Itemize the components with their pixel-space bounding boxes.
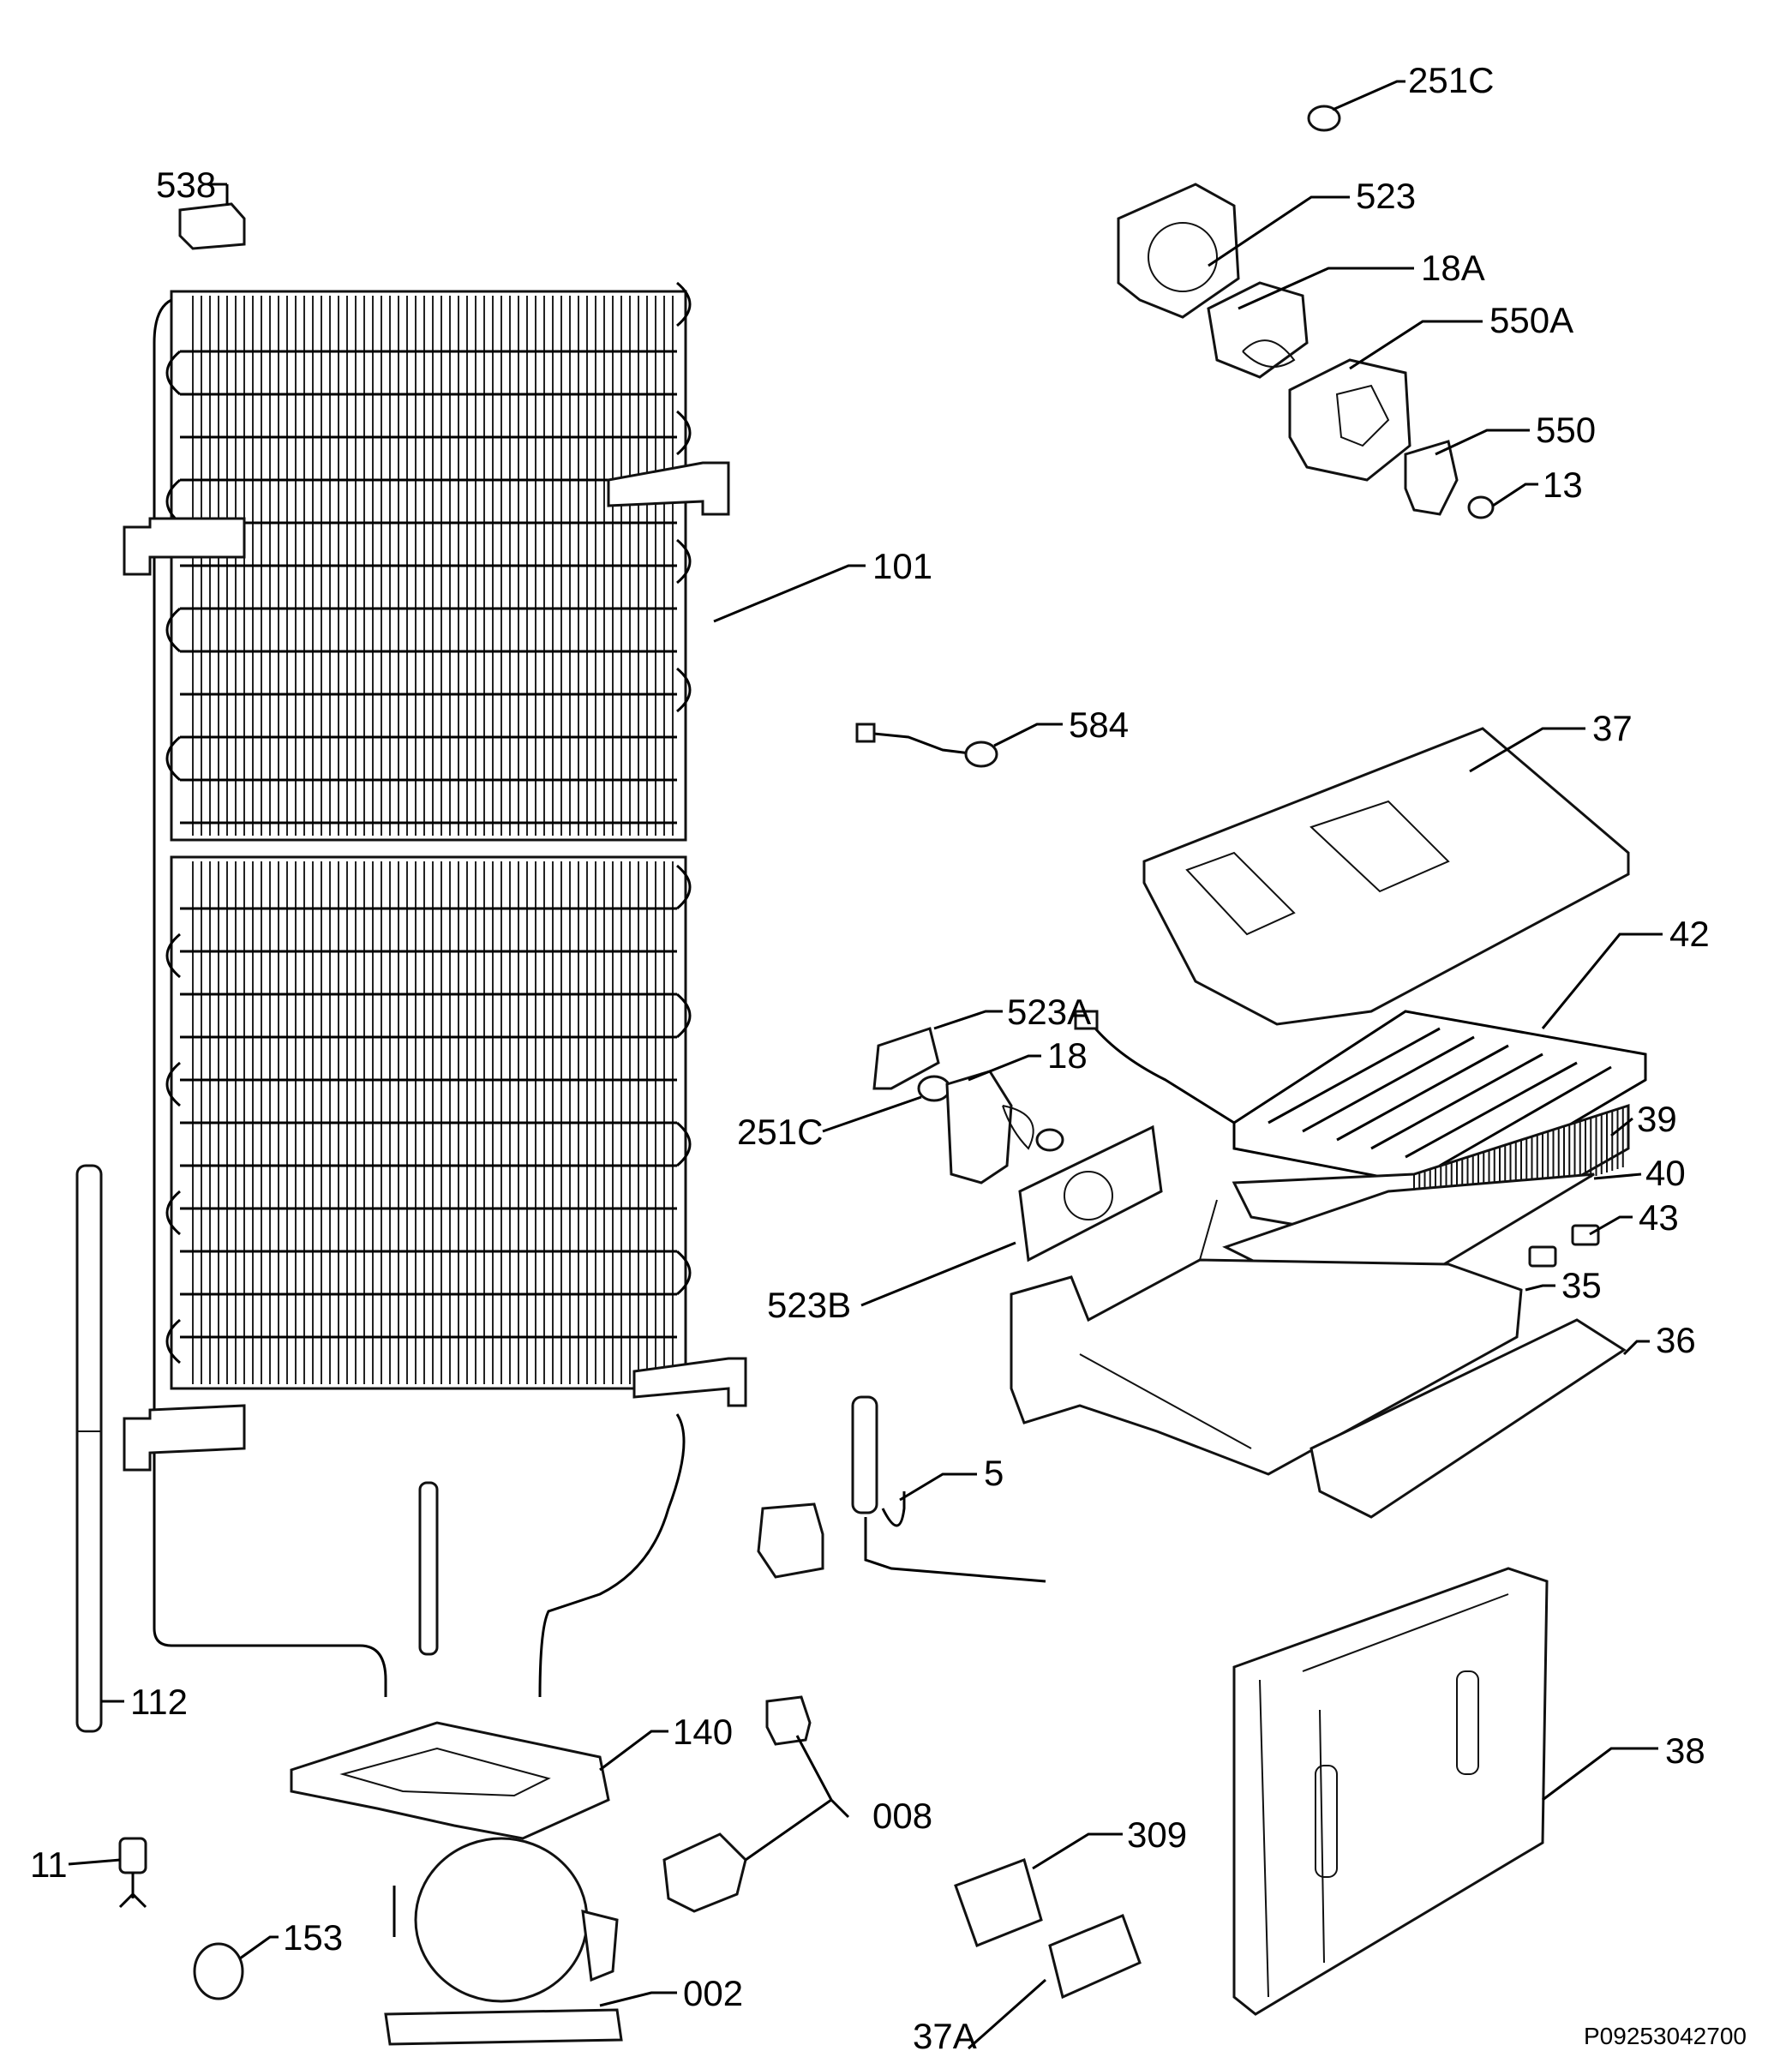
part-5 — [757, 1395, 1046, 1583]
label-37: 37 — [1592, 708, 1633, 748]
label-584: 584 — [1069, 705, 1129, 745]
label-523b: 523B — [767, 1285, 851, 1325]
label-140: 140 — [673, 1712, 733, 1752]
part-112 — [75, 1164, 103, 1733]
part-309 — [954, 1858, 1043, 1947]
part-008 — [765, 1695, 812, 1746]
label-523a: 523A — [1007, 992, 1091, 1032]
part-140 — [290, 1721, 610, 1840]
part-523b — [1018, 1124, 1163, 1262]
part-35 — [1010, 1258, 1523, 1476]
label-43: 43 — [1639, 1197, 1679, 1238]
label-36: 36 — [1656, 1320, 1696, 1360]
label-5: 5 — [984, 1453, 1004, 1493]
label-538: 538 — [156, 165, 216, 205]
callout-labels: 251C 523 18A 550A 550 13 538 101 584 37 … — [30, 60, 1747, 2056]
part-43 — [1571, 1224, 1600, 1246]
label-008: 008 — [872, 1796, 932, 1836]
part-550a — [1288, 358, 1411, 482]
label-38: 38 — [1665, 1730, 1705, 1771]
label-40: 40 — [1645, 1153, 1686, 1193]
label-42: 42 — [1669, 914, 1710, 954]
label-550: 550 — [1536, 410, 1596, 450]
part-11 — [118, 1837, 147, 1909]
leader-lines — [68, 80, 1663, 2050]
label-37a: 37A — [913, 2016, 977, 2056]
label-39: 39 — [1637, 1099, 1677, 1139]
part-18a — [1207, 281, 1309, 379]
label-18a: 18A — [1421, 248, 1485, 288]
part-153 — [193, 1942, 244, 2000]
part-584 — [855, 723, 998, 768]
label-550a: 550A — [1489, 300, 1573, 340]
part-002-compressor — [384, 1837, 623, 2046]
part-538 — [178, 202, 246, 250]
part-523 — [1117, 183, 1240, 319]
part-37 — [1142, 727, 1630, 1026]
label-11: 11 — [30, 1844, 68, 1885]
label-251c-top: 251C — [1408, 60, 1494, 100]
part-523a — [872, 1027, 940, 1090]
label-309: 309 — [1127, 1814, 1187, 1855]
part-37a — [1048, 1914, 1142, 2000]
label-18: 18 — [1047, 1035, 1088, 1076]
part-42-heater — [1074, 1010, 1647, 1193]
label-101: 101 — [872, 546, 932, 586]
part-251c-mid — [917, 1075, 951, 1102]
part-550 — [1404, 440, 1459, 516]
label-002: 002 — [683, 1973, 743, 2013]
part-36 — [1310, 1318, 1627, 1519]
condenser-part-101 — [123, 281, 747, 1698]
label-251c-mid: 251C — [737, 1112, 823, 1152]
label-35: 35 — [1561, 1265, 1602, 1305]
label-112: 112 — [130, 1682, 188, 1722]
label-13: 13 — [1543, 465, 1583, 505]
part-13 — [1467, 495, 1495, 519]
part-38-panel — [1232, 1567, 1549, 2016]
label-523: 523 — [1356, 176, 1416, 216]
part-251c-top — [1307, 105, 1341, 132]
label-153: 153 — [283, 1917, 343, 1958]
part-18-fan — [945, 1070, 1064, 1184]
document-code: P09253042700 — [1584, 2023, 1747, 2049]
